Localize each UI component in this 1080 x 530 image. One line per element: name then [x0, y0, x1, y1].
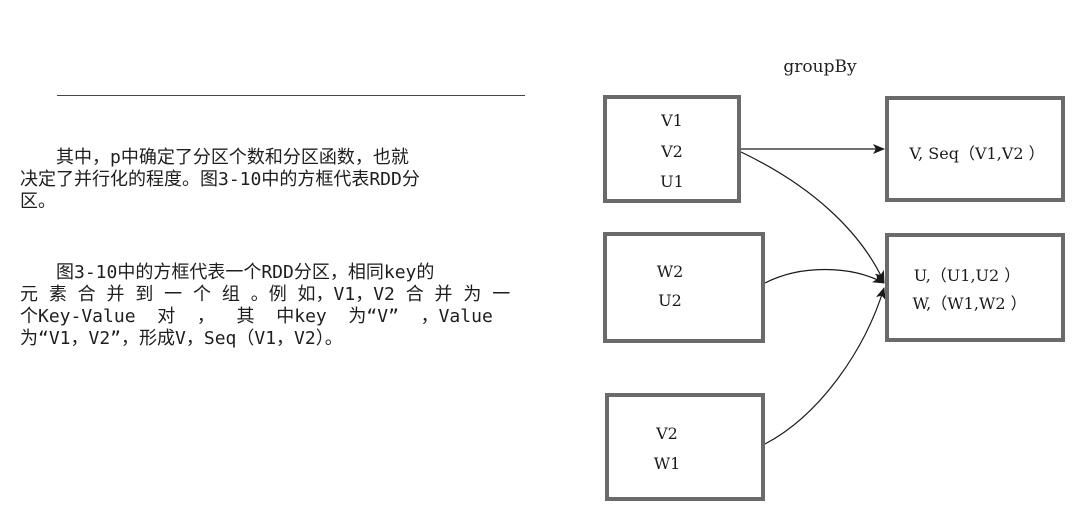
arrow-src3-to-dst2: [764, 287, 886, 445]
arrow-src1-to-dst2: [740, 151, 885, 283]
partition-element: U2: [658, 291, 682, 310]
partition-element: W1: [653, 454, 681, 473]
arrow-src2-to-dst2: [764, 268, 885, 284]
paragraph-line: 区。: [20, 191, 56, 212]
paragraph-line: 图3-10中的方框代表一个RDD分区，相同key的: [20, 262, 435, 283]
partition-element: V2: [661, 142, 683, 161]
result-partition-1: V, Seq（V1,V2 ）: [885, 96, 1065, 202]
partition-element: W,（W1,W2 ）: [907, 294, 1027, 313]
diagram-caption: groupBy: [783, 57, 857, 77]
partition-element: W2: [656, 262, 684, 281]
source-partition-2: W2 U2: [603, 232, 765, 343]
partition-element: V2: [656, 424, 678, 443]
paragraph-partition-function: 其中，p中确定了分区个数和分区函数，也就 决定了并行化的程度。图3-10中的方框…: [20, 147, 535, 213]
partition-element: U1: [660, 172, 684, 191]
partition-element: V, Seq（V1,V2 ）: [909, 144, 1045, 163]
paragraph-line: 决定了并行化的程度。图3-10中的方框代表RDD分: [20, 169, 420, 190]
paragraph-line: 个Key-Value 对 ， 其 中key 为“V” ，Value: [20, 306, 493, 327]
paragraph-line: 其中，p中确定了分区个数和分区函数，也就: [20, 147, 409, 168]
source-partition-3: V2 W1: [605, 393, 765, 501]
paragraph-line: 为“V1，V2”，形成V，Seq（V1，V2）。: [20, 328, 343, 349]
source-partition-1: V1 V2 U1: [603, 95, 741, 203]
partition-element: U,（U1,U2 ）: [913, 266, 1021, 285]
paragraph-line: 元 素 合 并 到 一 个 组 。例 如，V1，V2 合 并 为 一: [20, 284, 511, 305]
paragraph-groupby-explanation: 图3-10中的方框代表一个RDD分区，相同key的 元 素 合 并 到 一 个 …: [20, 262, 535, 350]
result-partition-2: U,（U1,U2 ） W,（W1,W2 ）: [885, 233, 1065, 342]
horizontal-rule: [57, 95, 525, 96]
partition-element: V1: [661, 111, 683, 130]
